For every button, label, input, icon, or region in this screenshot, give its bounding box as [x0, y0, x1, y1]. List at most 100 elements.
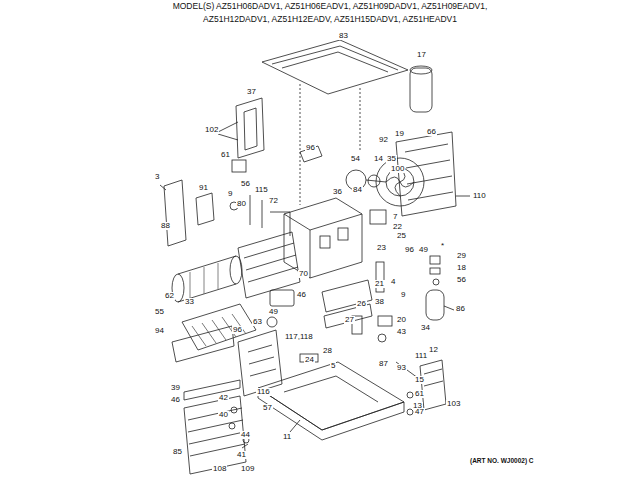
top-cover [262, 40, 408, 94]
callout-number: 37 [246, 88, 257, 96]
callout-number: 94 [154, 327, 165, 335]
leader-line [242, 444, 248, 448]
callout-number: 87 [378, 360, 389, 368]
callout-number: 70 [298, 270, 309, 278]
leader-line [218, 134, 238, 140]
compressor [426, 290, 444, 320]
callout-number: 44 [240, 431, 251, 439]
leader-line [456, 196, 470, 197]
callout-number: 18 [456, 264, 467, 272]
heater-bracket [420, 360, 446, 410]
art-number: (ART NO. WJ0002) C [470, 458, 534, 465]
callout-number: 3 [154, 173, 160, 181]
callout-number: 9 [400, 291, 406, 299]
callout-number: 61 [414, 390, 425, 398]
small-part [433, 279, 439, 285]
switch [378, 316, 392, 326]
callout-number: 109 [240, 465, 255, 473]
leader-line [444, 306, 454, 310]
callout-number: 35 [386, 155, 397, 163]
capacitor [410, 68, 432, 112]
callout-number: 34 [420, 324, 431, 332]
rod [262, 200, 263, 228]
partition-panel [284, 198, 362, 278]
callout-number: 42 [218, 394, 229, 402]
panel-cutout [320, 236, 330, 248]
panel-cutout [338, 228, 348, 240]
blower-wheel [178, 256, 236, 274]
small-part [430, 268, 440, 274]
model-title: MODEL(S) AZ51H06DADV1, AZ51H06EADV1, AZ5… [140, 0, 520, 26]
capacitor-top [410, 66, 432, 74]
callout-number: 110 [472, 192, 487, 200]
callout-number: 36 [332, 188, 343, 196]
callout-number: 7 [392, 213, 398, 221]
callout-number: 39 [170, 384, 181, 392]
tube [270, 212, 290, 236]
knob [267, 317, 277, 327]
callout-number: 17 [416, 51, 427, 59]
callout-number: 100 [390, 165, 405, 173]
callout-number: 93 [396, 364, 407, 372]
callout-number: 96 [305, 144, 316, 152]
callout-number: 15 [414, 376, 425, 384]
base-pan-side [258, 388, 404, 440]
callout-number: 111 [414, 352, 428, 360]
coil-fin [244, 243, 294, 258]
grille-louver [189, 432, 244, 444]
callout-number: 63 [252, 318, 263, 326]
callout-number: 24 [304, 356, 315, 364]
callout-number: 62 [164, 292, 175, 300]
callout-number: 28 [322, 347, 333, 355]
front-grille [184, 396, 246, 474]
top-cover-rib [282, 52, 388, 72]
leader-line [290, 420, 300, 432]
blower-vane [204, 267, 205, 294]
callout-number: 14 [373, 155, 384, 163]
assembly-line [360, 88, 361, 150]
control-box [238, 330, 282, 396]
callout-number: 55 [154, 308, 165, 316]
callout-number: 116 [256, 388, 271, 396]
control-slot [248, 345, 272, 352]
callout-number: 25 [396, 232, 407, 240]
callout-number: 22 [392, 223, 403, 231]
panel-edge [310, 230, 311, 278]
condenser-coil [396, 132, 456, 216]
rod [250, 195, 251, 225]
panel-edge [284, 214, 310, 230]
callout-number: 96 [232, 326, 243, 334]
small-part [430, 256, 440, 264]
callout-number: 117,118 [284, 333, 314, 341]
side-bracket [164, 180, 186, 246]
heater-element [424, 369, 442, 374]
trim-strip [184, 380, 240, 400]
blower-wheel-end [230, 256, 242, 284]
callout-number: 56 [240, 180, 251, 188]
callout-number: 80 [236, 200, 247, 208]
callout-number: 56 [456, 276, 467, 284]
panel-edge [310, 214, 362, 230]
callout-number: 57 [262, 404, 273, 412]
small-part [378, 334, 386, 342]
callout-number: 83 [338, 32, 349, 40]
callout-number: 46 [170, 396, 181, 404]
callout-number: 86 [455, 305, 466, 313]
callout-number: 19 [394, 130, 405, 138]
assembly-line [300, 84, 301, 205]
evaporator-coil [238, 232, 300, 298]
control-slot [249, 357, 274, 364]
screw [229, 423, 235, 429]
leader-line [218, 122, 238, 132]
callout-number: 115 [254, 186, 269, 194]
callout-number: 103 [446, 400, 461, 408]
heater-element [424, 381, 443, 386]
callout-number: * [440, 242, 445, 250]
relay [370, 210, 386, 224]
screw [231, 407, 237, 413]
bracket [236, 98, 264, 158]
callout-number: 47 [414, 408, 425, 416]
callout-number: 96 [404, 246, 415, 254]
callout-number: 26 [356, 300, 367, 308]
callout-number: 20 [396, 316, 407, 324]
